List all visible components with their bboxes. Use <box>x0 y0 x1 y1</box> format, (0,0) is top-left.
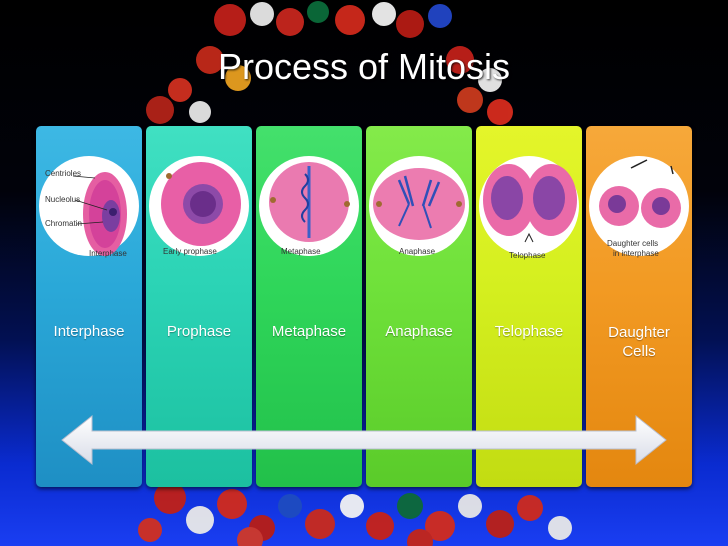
stage-panel-prophase: Early prophase Prophase <box>146 126 252 487</box>
stage-label-telophase: Telophase <box>494 323 564 340</box>
daughter-cells-image: Daughter cells in interphase <box>589 156 689 258</box>
prophase-cell-image: Early prophase <box>149 156 249 256</box>
caption-telophase: Telophase <box>509 251 546 260</box>
caption-chromatin: Chromatin <box>45 219 82 228</box>
caption-centrioles: Centrioles <box>45 169 81 178</box>
anaphase-cell-image: Anaphase <box>369 156 469 256</box>
stage-label-daughter-cells: Daughter Cells <box>602 323 676 361</box>
stage-label-metaphase: Metaphase <box>271 323 347 340</box>
stage-label-daughter-cells-text: Daughter Cells <box>608 324 670 360</box>
slide-title: Process of Mitosis <box>217 46 511 87</box>
metaphase-cell-image: Metaphase <box>259 156 359 256</box>
stage-label-anaphase: Anaphase <box>385 323 453 340</box>
interphase-cell-image: Centrioles Nucleolus Chromatin Interphas… <box>39 156 139 258</box>
caption-nucleolus: Nucleolus <box>45 195 80 204</box>
stage-panel-anaphase: Anaphase Anaphase <box>366 126 472 487</box>
caption-anaphase: Anaphase <box>399 247 436 256</box>
stage-panel-metaphase: Metaphase Metaphase <box>256 126 362 487</box>
caption-interphase: Interphase <box>89 249 127 258</box>
telophase-cell-image: Telophase <box>479 156 579 260</box>
caption-early-prophase: Early prophase <box>163 247 217 256</box>
stage-panel-interphase: Centrioles Nucleolus Chromatin Interphas… <box>36 126 142 487</box>
caption-metaphase: Metaphase <box>281 247 321 256</box>
caption-daughter-cells: Daughter cells <box>607 239 658 248</box>
stage-label-interphase: Interphase <box>53 323 125 340</box>
stage-label-prophase: Prophase <box>166 323 232 340</box>
stage-panel-daughter-cells: Daughter cells in interphase Daughter Ce… <box>586 126 692 487</box>
caption-in-interphase: in interphase <box>613 249 659 258</box>
stage-panel-telophase: Telophase Telophase <box>476 126 582 487</box>
